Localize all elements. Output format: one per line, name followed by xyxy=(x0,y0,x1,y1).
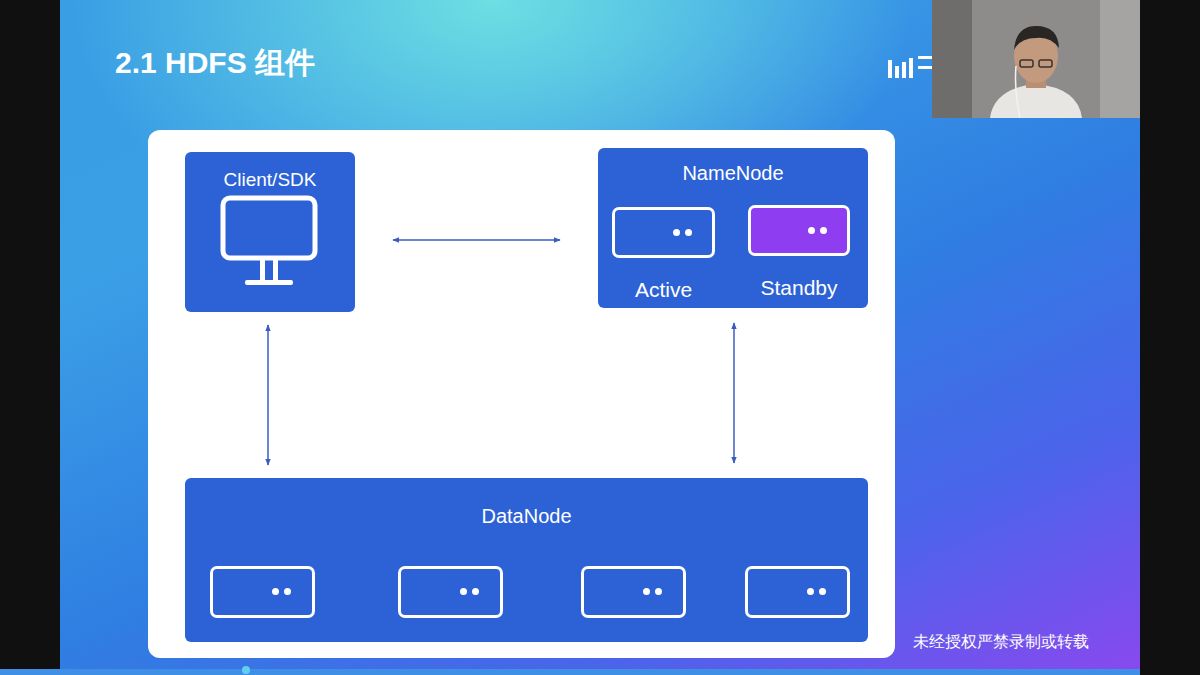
standby-server: Standby xyxy=(748,205,850,301)
logo-icon xyxy=(888,56,932,78)
server-dot xyxy=(643,588,650,595)
connector-arrow xyxy=(267,325,269,465)
progress-bar xyxy=(0,669,1140,675)
connector-arrow xyxy=(393,239,560,241)
datanode-server-icon xyxy=(581,566,686,618)
client-box: Client/SDK xyxy=(185,152,355,312)
node-label: DataNode xyxy=(185,478,868,528)
server-dot xyxy=(807,588,814,595)
labels-holder: 未经授权严禁录制或转载 xyxy=(913,632,1089,653)
node-label: Client/SDK xyxy=(185,152,355,191)
server-icon xyxy=(612,207,715,258)
webcam-video xyxy=(932,0,1140,118)
progress-knob xyxy=(242,666,250,674)
datanode-server-icon xyxy=(398,566,503,618)
connector-arrow xyxy=(733,323,735,463)
server-dot xyxy=(673,229,680,236)
watermark: 未经授权严禁录制或转载 xyxy=(913,632,1089,653)
title-holder: 2.1 HDFS 组件 xyxy=(115,43,315,84)
server-icon xyxy=(748,205,850,256)
server-dot xyxy=(819,588,826,595)
server-dot xyxy=(685,229,692,236)
server-dot xyxy=(460,588,467,595)
server-dot xyxy=(284,588,291,595)
server-dot xyxy=(820,227,827,234)
slide-title: 2.1 HDFS 组件 xyxy=(115,43,315,84)
namenode-box: Active Standby NameNode xyxy=(598,148,868,308)
server-dot xyxy=(472,588,479,595)
datanode-box: DataNode xyxy=(185,478,868,642)
active-server: Active xyxy=(612,207,715,303)
datanode-server-icon xyxy=(745,566,850,618)
node-label: NameNode xyxy=(598,148,868,185)
server-dot xyxy=(808,227,815,234)
node-label: Active xyxy=(612,207,715,302)
datanode-server-icon xyxy=(210,566,315,618)
server-dot xyxy=(272,588,279,595)
server-dot xyxy=(655,588,662,595)
node-label: Standby xyxy=(748,205,850,300)
